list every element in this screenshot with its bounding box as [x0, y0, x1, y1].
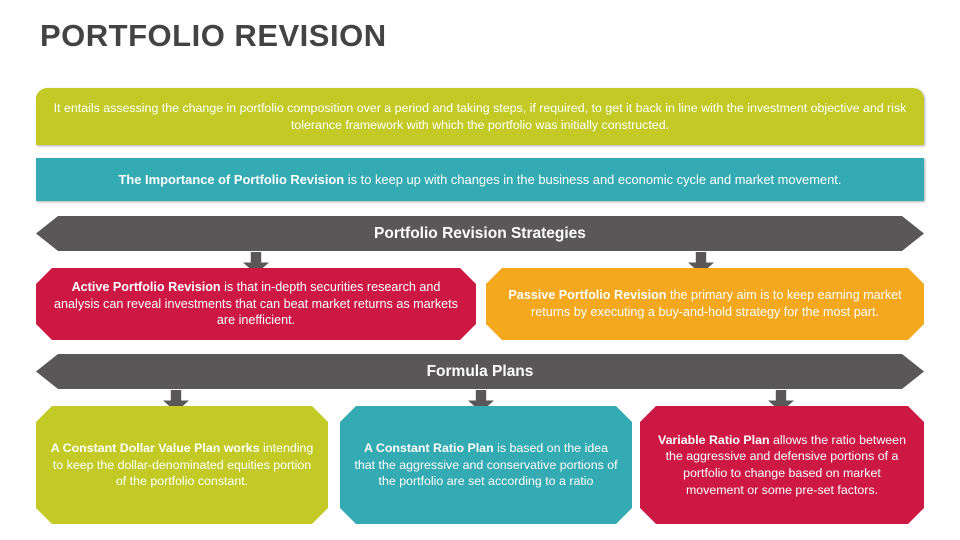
card-variable-text: Variable Ratio Plan allows the ratio bet… [654, 432, 910, 498]
importance-body: is to keep up with changes in the busine… [344, 171, 842, 187]
card-dollar-body: intending to keep the dollar-denominated… [52, 441, 314, 489]
card-active-lead: Active Portfolio Revision [71, 279, 221, 294]
section-banner-formula-plans: Formula Plans [36, 354, 924, 389]
card-constant-dollar-value-plan: A Constant Dollar Value Plan works inten… [36, 406, 328, 524]
section-banner-formula-plans-label: Formula Plans [426, 362, 534, 380]
intro-description-band: It entails assessing the change in portf… [36, 88, 924, 145]
card-variable-lead: Variable Ratio Plan [658, 432, 770, 447]
page-title: PORTFOLIO REVISION [40, 18, 387, 53]
importance-band: The Importance of Portfolio Revision is … [36, 158, 924, 201]
card-active-portfolio-revision: Active Portfolio Revision is that in-dep… [36, 268, 476, 340]
card-active-body: is that in-depth securities research and… [54, 279, 458, 328]
card-dollar-lead: A Constant Dollar Value Plan works [50, 441, 260, 456]
importance-text: The Importance of Portfolio Revision is … [50, 171, 910, 188]
card-active-text: Active Portfolio Revision is that in-dep… [50, 279, 462, 330]
card-ratio-text: A Constant Ratio Plan is based on the id… [354, 440, 618, 490]
card-ratio-body: is based on the idea that the aggressive… [354, 441, 618, 489]
section-banner-strategies: Portfolio Revision Strategies [36, 216, 924, 251]
card-dollar-text: A Constant Dollar Value Plan works inten… [50, 440, 314, 490]
card-passive-lead: Passive Portfolio Revision [508, 288, 667, 303]
card-passive-text: Passive Portfolio Revision the primary a… [500, 287, 910, 321]
card-passive-portfolio-revision: Passive Portfolio Revision the primary a… [486, 268, 924, 340]
card-variable-ratio-plan: Variable Ratio Plan allows the ratio bet… [640, 406, 924, 524]
card-ratio-lead: A Constant Ratio Plan [363, 441, 494, 456]
card-variable-body: allows the ratio between the aggressive … [665, 432, 906, 497]
card-constant-ratio-plan: A Constant Ratio Plan is based on the id… [340, 406, 632, 524]
intro-description-text: It entails assessing the change in portf… [53, 100, 907, 132]
section-banner-strategies-label: Portfolio Revision Strategies [374, 224, 586, 242]
importance-lead: The Importance of Portfolio Revision [118, 171, 345, 187]
card-passive-body: the primary aim is to keep earning marke… [531, 288, 902, 319]
